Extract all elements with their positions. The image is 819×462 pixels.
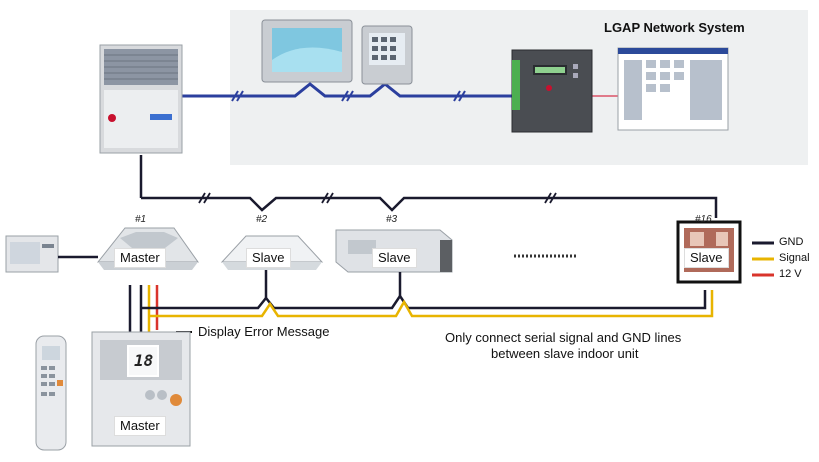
indoor-bus-break-marks: [198, 192, 557, 204]
unit-1-number: #1: [135, 214, 147, 225]
serial-note-line-1: Only connect serial signal and GND lines: [445, 330, 682, 345]
controller-display-digits: 18: [134, 351, 154, 370]
unit-3-number: #3: [386, 214, 398, 225]
keypad-controller-image: [361, 25, 413, 85]
indoor-bus-line: [141, 196, 718, 218]
legend-signal-label: Signal: [779, 252, 810, 264]
serial-note-line-2: between slave indoor unit: [491, 346, 639, 361]
network-break-marks: [231, 90, 466, 102]
unit-16-number: #16: [695, 214, 712, 225]
gateway-image: [511, 49, 593, 133]
unit-2-label: Slave: [246, 248, 291, 268]
controller-label: Master: [114, 416, 166, 436]
legend-12v-label: 12 V: [779, 268, 802, 280]
network-title: LGAP Network System: [604, 20, 745, 35]
hand-remote-image: [35, 335, 67, 451]
unit-3-label: Slave: [372, 248, 417, 268]
unit-1-label: Master: [114, 248, 166, 268]
outdoor-unit-image: [99, 44, 183, 154]
serial-signal-line: [149, 290, 714, 318]
touch-screen-controller-image: [261, 19, 353, 83]
serial-gnd-line: [141, 290, 707, 310]
unit-16-label: Slave: [684, 248, 729, 268]
display-error-caption: Display Error Message: [198, 324, 330, 339]
pc-screen-image: [617, 47, 729, 131]
unit-2-number: #2: [256, 214, 268, 225]
legend-gnd-label: GND: [779, 236, 804, 248]
remote-receiver-image: [5, 235, 59, 273]
network-line: [182, 82, 512, 98]
